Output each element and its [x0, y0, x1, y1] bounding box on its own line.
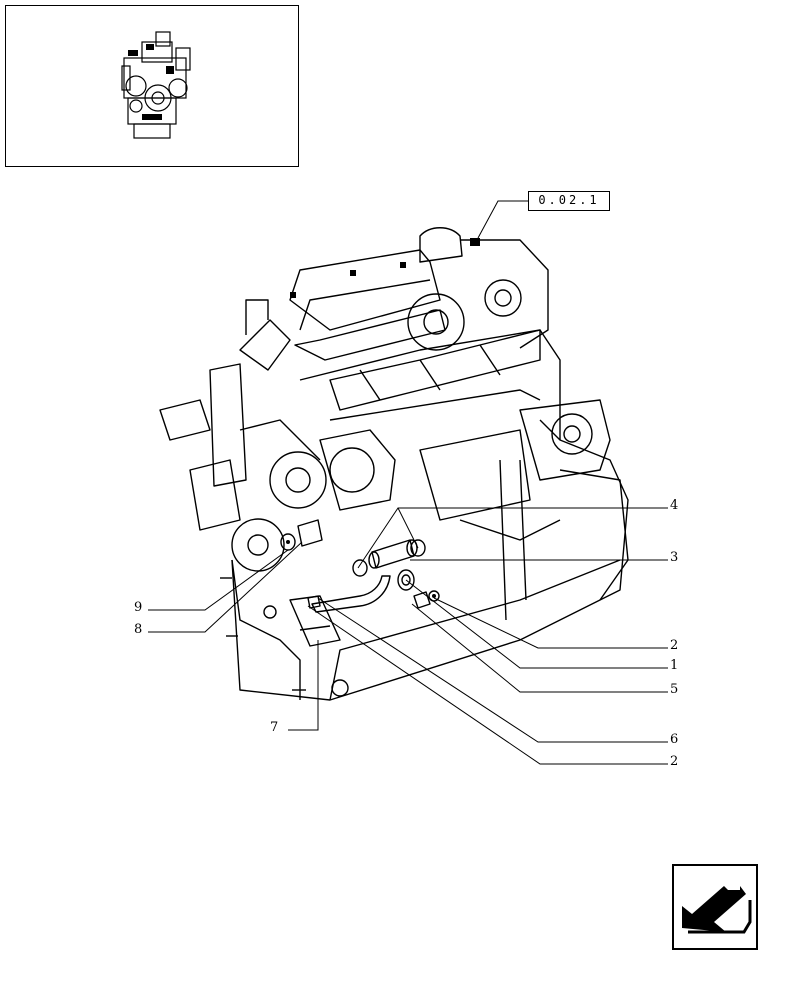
leader-2a	[433, 597, 668, 649]
callout-1: 1	[670, 658, 679, 673]
callout-9: 9	[134, 600, 143, 615]
callout-7: 7	[270, 720, 279, 735]
leader-9	[148, 549, 289, 611]
leader-4b	[397, 507, 419, 549]
engine-thumbnail	[121, 31, 191, 139]
back-arrow-icon	[682, 886, 752, 934]
leader-2b	[307, 605, 668, 765]
callout-8: 8	[134, 622, 143, 637]
thumbnail-frame	[5, 5, 299, 167]
leader-5	[411, 603, 668, 693]
leader-6	[317, 597, 668, 743]
callout-2-upper: 2	[670, 638, 679, 653]
leader-7	[288, 640, 319, 731]
leader-1	[405, 579, 668, 669]
leader-8	[148, 541, 303, 633]
callout-6: 6	[670, 732, 679, 747]
back-arrow-button[interactable]	[672, 864, 758, 950]
reference-label: 0.02.1	[538, 193, 600, 207]
callout-3: 3	[670, 550, 679, 565]
callout-5: 5	[670, 682, 679, 697]
reference-box[interactable]: 0.02.1	[528, 191, 610, 211]
callout-4: 4	[670, 498, 679, 513]
leader-ref	[477, 200, 528, 239]
callout-2-lower: 2	[670, 754, 679, 769]
